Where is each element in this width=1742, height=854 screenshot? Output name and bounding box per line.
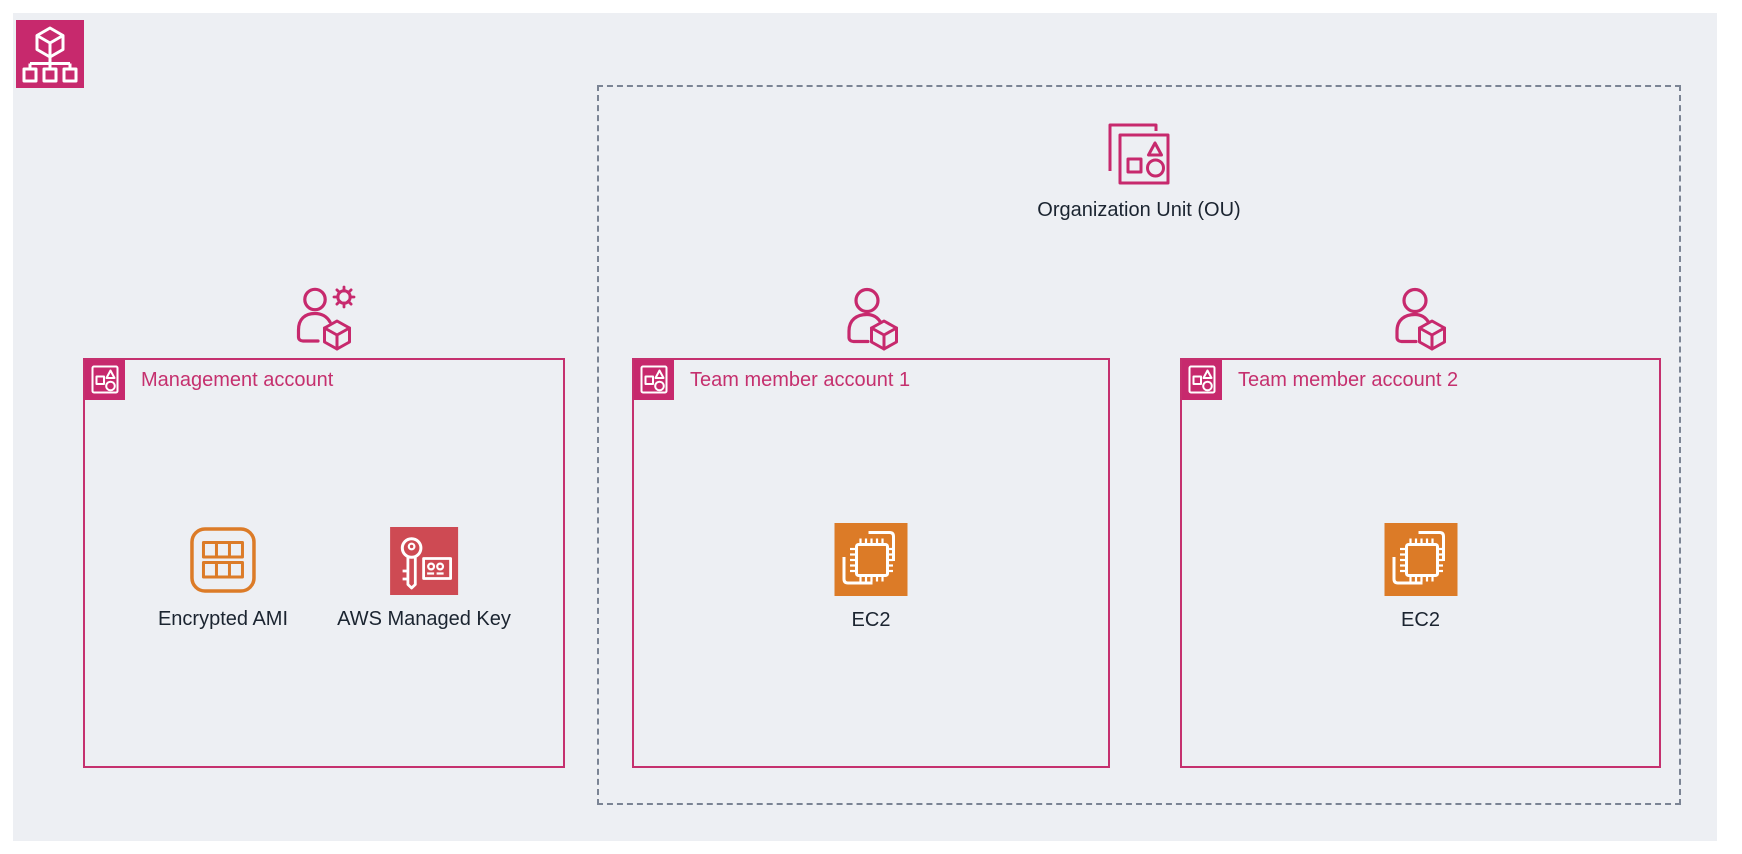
team-member-user-icon	[1387, 286, 1451, 356]
diagram-canvas: Organization Unit (OU) Team member accou…	[13, 13, 1717, 841]
admin-user-icon	[290, 284, 358, 356]
encrypted-ami-label: Encrypted AMI	[157, 608, 289, 630]
aws-account-icon	[85, 360, 125, 400]
management-account-title: Management account	[141, 369, 334, 391]
ec2-label: EC2	[1401, 609, 1440, 631]
team-member-account-1-title: Team member account 1	[690, 369, 911, 391]
encrypted-ami-resource: Encrypted AMI	[158, 525, 288, 631]
team-member-account-1-box: Team member account 1	[632, 358, 1110, 768]
ec2-icon	[834, 523, 908, 596]
aws-account-icon	[1182, 360, 1222, 400]
aws-managed-key-label: AWS Managed Key	[337, 608, 511, 630]
encrypted-ami-icon	[188, 525, 258, 595]
organization-unit-label: Organization Unit (OU)	[1037, 199, 1241, 221]
ec2-resource: EC2	[1384, 523, 1457, 632]
organizational-unit-icon	[1103, 118, 1175, 190]
team-member-account-2-box: Team member account 2	[1180, 358, 1661, 768]
team-member-account-2-title: Team member account 2	[1238, 369, 1459, 391]
management-account-box: Management account Encrypted AMI	[83, 358, 565, 768]
ec2-resource: EC2	[834, 523, 908, 632]
aws-managed-key-resource: AWS Managed Key	[337, 527, 511, 631]
organization-unit-container: Organization Unit (OU) Team member accou…	[597, 85, 1681, 805]
team-member-user-icon	[839, 286, 903, 356]
ec2-icon	[1384, 523, 1457, 596]
aws-managed-key-icon	[389, 527, 458, 595]
aws-organizations-icon	[16, 20, 84, 88]
aws-account-icon	[634, 360, 674, 400]
ec2-label: EC2	[851, 609, 891, 631]
